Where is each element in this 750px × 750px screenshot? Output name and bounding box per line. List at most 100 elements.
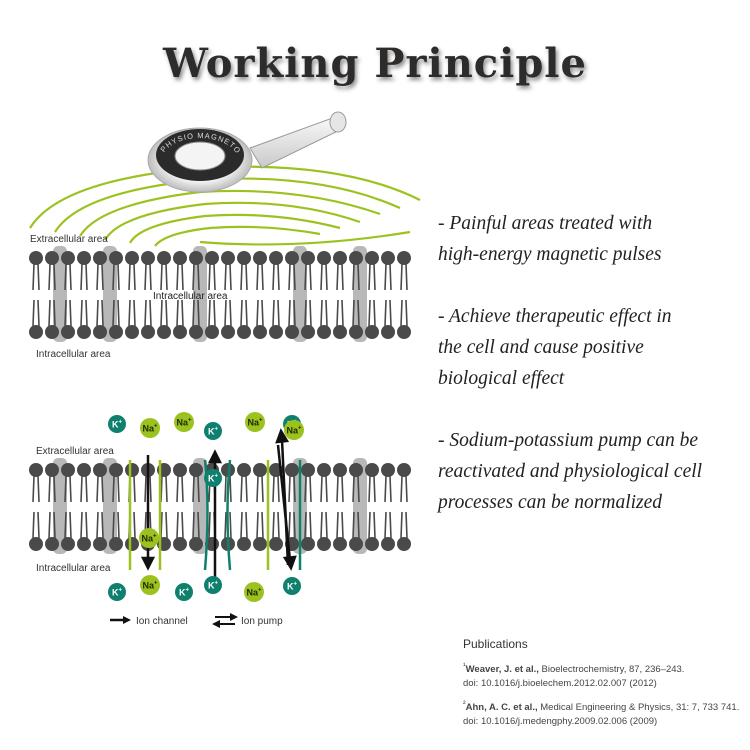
- bullet-2-line-3: biological effect: [438, 368, 565, 389]
- lipid-head: [365, 251, 379, 265]
- lipid-head: [253, 537, 267, 551]
- ref-1-authors: Weaver, J. et al.,: [465, 664, 539, 676]
- lipid-head: [349, 251, 363, 265]
- lipid-head: [381, 463, 395, 477]
- lipid-head: [61, 463, 75, 477]
- lipid-head: [141, 325, 155, 339]
- bullet-1: - Painful areas treated with high-energy…: [438, 208, 738, 270]
- sodium-ion: Na+: [139, 528, 159, 548]
- svg-text:Na+: Na+: [142, 424, 158, 434]
- lipid-head: [301, 537, 315, 551]
- publication-ref-1: ¹Weaver, J. et al., Bioelectrochemistry,…: [463, 659, 743, 691]
- intracellular-area-label-bottom: Intracellular area: [36, 563, 111, 574]
- bullet-2: - Achieve therapeutic effect in the cell…: [438, 301, 738, 394]
- lipid-head: [253, 325, 267, 339]
- lipid-head: [301, 251, 315, 265]
- membrane-protein: [53, 246, 67, 342]
- ion-flow-arrows: [140, 428, 297, 578]
- lipid-head: [269, 251, 283, 265]
- lipid-head: [189, 251, 203, 265]
- principle-bullets: - Painful areas treated with high-energy…: [438, 208, 738, 549]
- lipid-head: [141, 251, 155, 265]
- potassium-ion: K+: [204, 469, 222, 487]
- cell-membrane-bottom: [29, 458, 411, 554]
- ref-2-doi: doi: 10.1016/j.medengphy.2009.02.006 (20…: [463, 716, 658, 728]
- ion-exchange-diagram: K+Na+Na+K+Na+K+Na+K+Na+K+Na+K+K+Na+K+ Ex…: [29, 412, 411, 628]
- lipid-head: [45, 325, 59, 339]
- lipid-head: [109, 325, 123, 339]
- lipid-head: [301, 463, 315, 477]
- svg-text:K+: K+: [208, 581, 219, 591]
- bullet-3-line-3: processes can be normalized: [438, 492, 663, 513]
- lipid-head: [333, 537, 347, 551]
- extracellular-area-label-bottom: Extracellular area: [36, 446, 114, 457]
- potassium-ion: K+: [175, 583, 193, 601]
- membrane-protein: [353, 458, 367, 554]
- sodium-ion: Na+: [174, 412, 194, 432]
- ref-2-marker: ²: [463, 699, 466, 709]
- lipid-head: [125, 537, 139, 551]
- lipid-head: [29, 325, 43, 339]
- lipid-head: [29, 251, 43, 265]
- lipid-head: [205, 251, 219, 265]
- lipid-head: [173, 537, 187, 551]
- lipid-head: [109, 537, 123, 551]
- lipid-head: [189, 325, 203, 339]
- publication-ref-2: ²Ahn, A. C. et al., Medical Engineering …: [463, 697, 743, 729]
- lipid-head: [173, 463, 187, 477]
- physio-magneto-device: PHYSIO MAGNETO: [147, 111, 347, 193]
- lipid-head: [285, 325, 299, 339]
- bullet-2-line-1: - Achieve therapeutic effect in: [438, 306, 672, 327]
- lipid-head: [221, 325, 235, 339]
- lipid-head: [333, 463, 347, 477]
- lipid-head: [125, 251, 139, 265]
- lipid-head: [93, 463, 107, 477]
- lipid-head: [77, 537, 91, 551]
- lipid-head: [285, 251, 299, 265]
- membrane-protein: [53, 458, 67, 554]
- sodium-ion: Na+: [244, 582, 264, 602]
- lipid-head: [269, 325, 283, 339]
- svg-text:Na+: Na+: [246, 588, 262, 598]
- svg-text:Na+: Na+: [141, 534, 157, 544]
- extracellular-area-label: Extracellular area: [30, 234, 108, 245]
- ref-2-authors: Ahn, A. C. et al.,: [465, 702, 538, 714]
- intracellular-area-label: Intracellular area: [36, 349, 111, 360]
- sodium-ion: Na+: [140, 418, 160, 438]
- sodium-ion: Na+: [140, 575, 160, 595]
- magnetic-field-diagram: PHYSIO MAGNETO Extracellular area Intrac…: [29, 111, 421, 360]
- legend-ion-channel: Ion channel: [110, 616, 188, 627]
- lipid-head: [381, 537, 395, 551]
- lipid-head: [317, 325, 331, 339]
- potassium-ion: K+: [204, 576, 222, 594]
- svg-text:K+: K+: [112, 420, 123, 430]
- lipid-head: [93, 325, 107, 339]
- lipid-head: [317, 251, 331, 265]
- lipid-head: [253, 251, 267, 265]
- svg-text:K+: K+: [208, 474, 219, 484]
- lipid-head: [61, 325, 75, 339]
- lipid-head: [317, 537, 331, 551]
- bullet-1-line-1: - Painful areas treated with: [438, 213, 653, 234]
- lipid-head: [397, 463, 411, 477]
- lipid-head: [157, 325, 171, 339]
- lipid-head: [157, 251, 171, 265]
- lipid-head: [349, 463, 363, 477]
- ion-channels: [128, 459, 302, 571]
- lipid-head: [125, 463, 139, 477]
- lipid-head: [349, 325, 363, 339]
- lipid-head: [109, 463, 123, 477]
- lipid-head: [269, 537, 283, 551]
- ref-1-journal: Bioelectrochemistry, 87, 236–243.: [538, 664, 685, 676]
- lipid-head: [189, 537, 203, 551]
- legend-ion-pump: Ion pump: [212, 613, 283, 628]
- legend-ion-pump-label: Ion pump: [241, 616, 283, 627]
- lipid-head: [381, 251, 395, 265]
- lipid-head: [173, 325, 187, 339]
- ref-2-journal: Medical Engineering & Physics, 31: 7, 73…: [537, 702, 740, 714]
- bullet-2-line-2: the cell and cause positive: [438, 337, 644, 358]
- lipid-head: [381, 325, 395, 339]
- svg-text:K+: K+: [287, 582, 298, 592]
- lipid-head: [125, 325, 139, 339]
- publications: Publications ¹Weaver, J. et al., Bioelec…: [463, 637, 743, 735]
